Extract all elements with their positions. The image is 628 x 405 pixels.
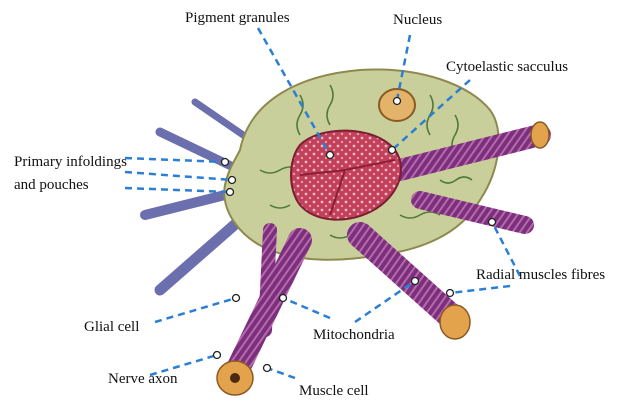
label-nerve-axon: Nerve axon — [108, 370, 178, 388]
label-nucleus: Nucleus — [393, 11, 442, 29]
label-primary-infoldings-line1: Primary infoldings — [14, 153, 127, 171]
label-cytoelastic-sacculus: Cytoelastic sacculus — [446, 58, 568, 76]
label-radial-muscle-fibres: Radial muscles fibres — [476, 266, 605, 284]
label-muscle-cell: Muscle cell — [299, 382, 369, 400]
arm-tip-core — [230, 373, 240, 383]
label-primary-infoldings-line2: and pouches — [14, 176, 89, 194]
label-mitochondria: Mitochondria — [313, 326, 395, 344]
label-pigment-granules: Pigment granules — [185, 9, 290, 27]
label-glial-cell: Glial cell — [84, 318, 139, 336]
